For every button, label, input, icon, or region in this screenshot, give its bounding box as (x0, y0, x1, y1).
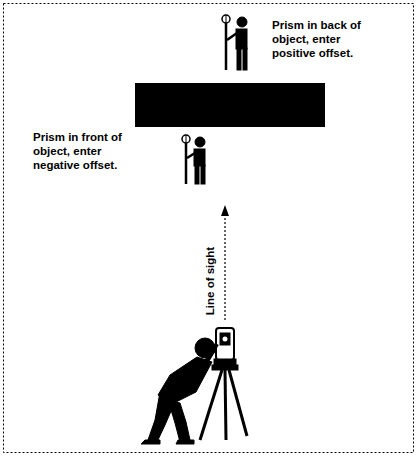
frame-border (4, 4, 414, 453)
object-block (135, 83, 325, 127)
line-of-sight-arrow (221, 205, 229, 320)
note-text: Prism in front of object, enter negative… (33, 130, 137, 172)
front-prism-person (182, 135, 205, 184)
note-text: Prism in back of object, enter positive … (272, 18, 370, 60)
rear-prism-person (222, 15, 247, 70)
surveyor-figure (141, 338, 217, 444)
sight-label: Line of sight (203, 247, 217, 315)
